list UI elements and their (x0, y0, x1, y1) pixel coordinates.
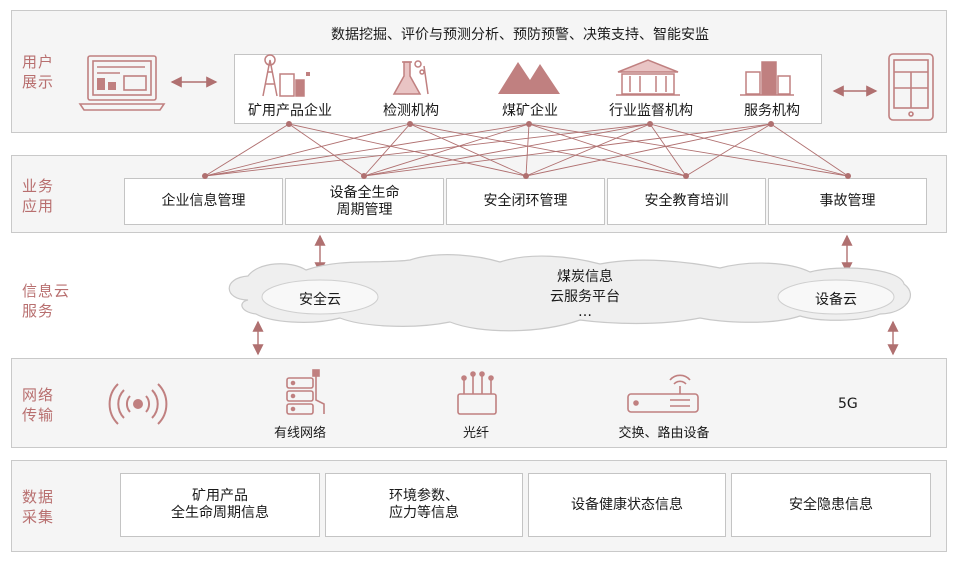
connection-dots (202, 121, 851, 179)
mountain-icon (498, 62, 560, 94)
office-buildings-icon (740, 61, 794, 96)
app-equipment-lifecycle: 设备全生命 周期管理 (285, 178, 444, 225)
data-equipment-health: 设备健康状态信息 (528, 473, 726, 537)
network-label-5g: 5G (838, 396, 858, 412)
server-rack-icon (286, 369, 325, 415)
entity-label-coal-mine: 煤矿企业 (502, 103, 558, 119)
network-label-switch-router: 交换、路由设备 (618, 426, 710, 441)
entity-label-supervision-agency: 行业监督机构 (609, 103, 693, 119)
user-display-title: 数据挖掘、评价与预测分析、预防预警、决策支持、智能安监 (331, 27, 709, 43)
data-safety-hazard: 安全隐患信息 (731, 473, 931, 537)
network-label-wired: 有线网络 (273, 426, 326, 441)
app-safety-loop: 安全闭环管理 (446, 178, 605, 225)
layer-label-user-display: 用户 展示 (22, 53, 55, 91)
layer-label-business-apps: 业务 应用 (22, 177, 55, 215)
cloud-shape (228, 254, 911, 332)
layer-label-cloud-services: 信息云 服务 (22, 282, 71, 320)
tablet-icon (888, 53, 934, 121)
switch-router-icon (627, 374, 699, 413)
equipment-cloud-label: 设备云 (815, 292, 857, 308)
laptop-icon (78, 55, 166, 111)
cloud-center-line-2: 云服务平台 (550, 289, 620, 305)
app-safety-training: 安全教育培训 (607, 178, 766, 225)
entity-label-service-agency: 服务机构 (744, 103, 800, 119)
safety-cloud-label: 安全云 (299, 292, 341, 308)
entity-label-product-enterprise: 矿用产品企业 (248, 103, 332, 119)
government-building-icon (616, 59, 680, 96)
layer-label-network: 网络 传输 (22, 386, 55, 424)
layer-label-data-collection: 数据 采集 (22, 488, 55, 526)
wireless-signal-icon (108, 383, 168, 425)
entity-app-connections (204, 123, 849, 177)
flask-icon (392, 60, 429, 95)
fiber-router-icon (457, 371, 497, 415)
data-environment-stress: 环境参数、 应力等信息 (325, 473, 523, 537)
cloud-center-line-1: 煤炭信息 (557, 269, 613, 285)
factory-tower-icon (262, 54, 310, 97)
app-enterprise-info: 企业信息管理 (124, 178, 283, 225)
entity-label-testing-agency: 检测机构 (383, 103, 439, 119)
network-label-fiber: 光纤 (462, 426, 489, 441)
data-product-lifecycle: 矿用产品 全生命周期信息 (120, 473, 320, 537)
cloud-center-line-3: … (578, 304, 592, 320)
